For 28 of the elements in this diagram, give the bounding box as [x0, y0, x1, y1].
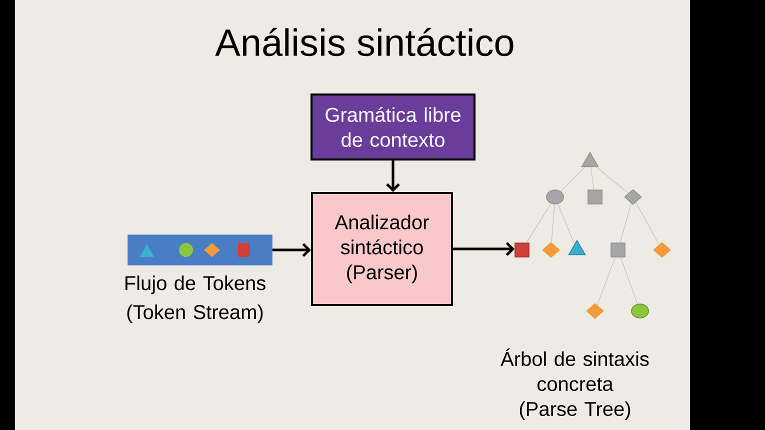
tree-caption: Árbol de sintaxis concreta (Parse Tree)	[500, 348, 649, 420]
tree-line	[620, 203, 632, 243]
title: Análisis sintáctico	[215, 28, 514, 56]
tree-line	[596, 166, 629, 194]
square-shape	[610, 242, 626, 258]
circle-shape	[546, 190, 564, 204]
diamond-shape	[542, 242, 560, 258]
square-shape	[588, 190, 602, 204]
tree-line	[620, 257, 638, 304]
tree-line	[558, 204, 575, 244]
token-bar	[128, 234, 272, 266]
square-shape	[514, 242, 530, 258]
tree-line	[551, 204, 555, 243]
tree-line	[636, 202, 660, 245]
diamond-shape	[653, 242, 671, 258]
parser-box: Analizador sintáctico (Parser)	[311, 192, 453, 306]
tree-line	[526, 203, 552, 243]
tree-line	[596, 257, 616, 306]
diamond-shape	[624, 189, 642, 205]
arrow	[272, 243, 311, 257]
tree-line	[560, 166, 586, 192]
node-caption: Flujo de Tokens (Token Stream)	[126, 276, 266, 324]
diamond-shape	[586, 303, 604, 319]
arrow	[386, 160, 400, 192]
grammar-box: Gramática libre de contexto	[310, 94, 476, 160]
arrow	[453, 242, 515, 256]
circle-shape	[631, 304, 649, 318]
tree-line	[590, 166, 594, 190]
